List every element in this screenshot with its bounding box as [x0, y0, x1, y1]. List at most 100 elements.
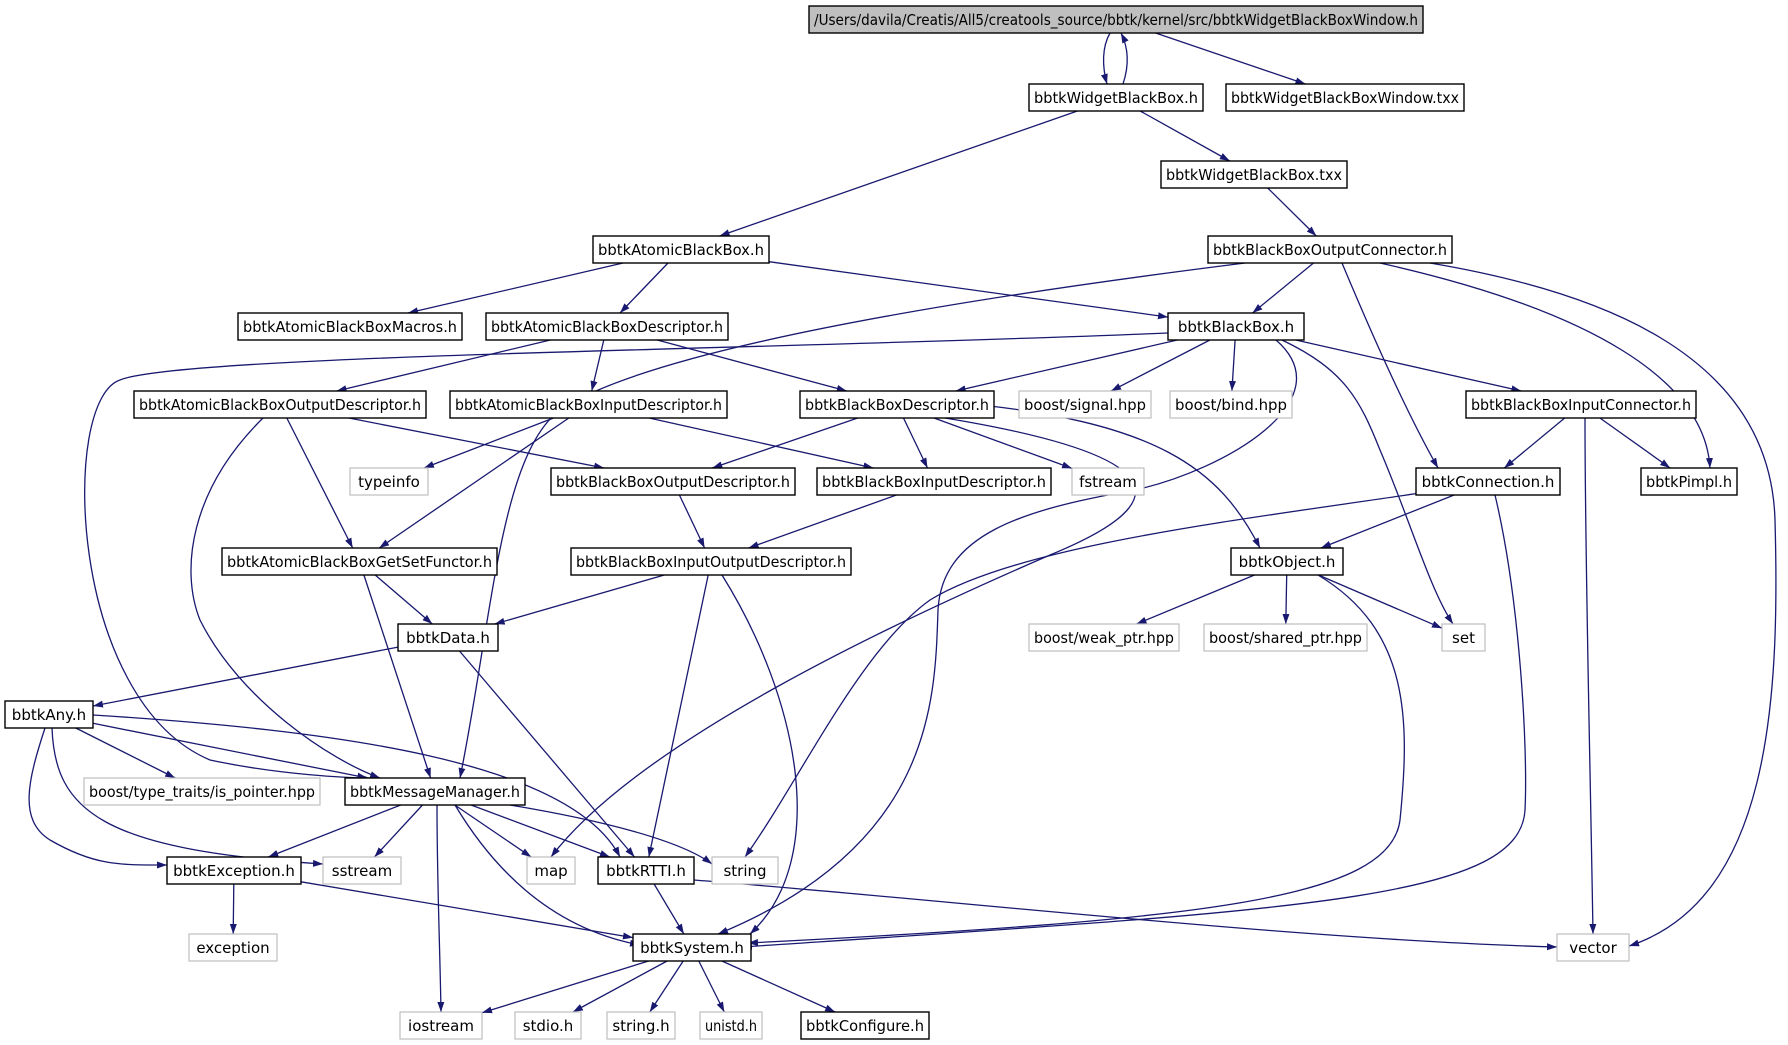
node-wbb_txx[interactable]: bbtkWidgetBlackBox.txx [1160, 160, 1348, 189]
edge-sys-to-iostream [481, 960, 649, 1014]
edge-line [407, 262, 624, 315]
node-abbm[interactable]: bbtkAtomicBlackBoxMacros.h [237, 312, 463, 341]
edge-bbd-to-bbid [902, 417, 929, 469]
node-string: string [711, 856, 779, 885]
edge-line [1584, 417, 1597, 935]
node-msg[interactable]: bbtkMessageManager.h [344, 777, 526, 806]
node-box [1071, 467, 1145, 496]
edge-bb-to-sys [717, 339, 1298, 935]
edge-obj-to-shared [1282, 574, 1290, 625]
node-label: boost/shared_ptr.hpp [1209, 629, 1362, 648]
edge-any-to-exc [28, 727, 168, 869]
edge-line [92, 646, 399, 708]
edge-line [92, 722, 368, 780]
edge-line [1599, 417, 1671, 469]
node-iostream: iostream [399, 1011, 483, 1040]
node-bbic[interactable]: bbtkBlackBoxInputConnector.h [1465, 390, 1697, 419]
edge-obj-to-weak [1136, 574, 1255, 625]
edge-line [84, 332, 1169, 782]
node-bbid[interactable]: bbtkBlackBoxInputDescriptor.h [816, 467, 1052, 496]
node-bboc[interactable]: bbtkBlackBoxOutputConnector.h [1207, 235, 1453, 264]
node-box [1640, 467, 1738, 496]
edge-bbic-to-conn [1503, 417, 1566, 469]
node-bb[interactable]: bbtkBlackBox.h [1167, 312, 1305, 341]
node-label: typeinfo [358, 473, 420, 491]
node-label: bbtkObject.h [1239, 553, 1336, 571]
node-abbid[interactable]: bbtkAtomicBlackBoxInputDescriptor.h [449, 390, 728, 419]
edge-obj-to-sys [747, 574, 1405, 946]
edge-line [693, 879, 1558, 951]
node-box [349, 467, 429, 496]
node-abbd[interactable]: bbtkAtomicBlackBoxDescriptor.h [485, 312, 729, 341]
edge-root-to-wbb_h [1100, 32, 1111, 85]
node-wbb_h[interactable]: bbtkWidgetBlackBox.h [1028, 83, 1204, 112]
node-any[interactable]: bbtkAny.h [4, 700, 94, 729]
edge-line [454, 804, 641, 947]
edge-msg-to-map [454, 804, 532, 858]
node-box [1556, 933, 1630, 962]
edge-line [1252, 262, 1314, 314]
edge-line [1379, 262, 1713, 469]
node-box [1225, 83, 1465, 112]
node-vector: vector [1556, 933, 1630, 962]
edge-bbd-to-bbod [712, 417, 858, 469]
edge-rtti-to-vector [693, 879, 1558, 951]
edge-line [1503, 417, 1566, 469]
node-label: bbtkBlackBoxInputOutputDescriptor.h [576, 553, 846, 571]
edge-conn-to-string [744, 492, 1421, 858]
edge-rtti-to-sys [653, 883, 685, 935]
nodes-layer: /Users/davila/Creatis/All5/creatools_sou… [4, 5, 1738, 1040]
edge-wbb_txx-to-bboc [1267, 187, 1317, 237]
node-bbiod[interactable]: bbtkBlackBoxInputOutputDescriptor.h [570, 547, 852, 576]
node-box [1465, 390, 1697, 419]
node-data[interactable]: bbtkData.h [397, 623, 499, 652]
node-box [344, 777, 526, 806]
edge-line [933, 417, 1073, 470]
edge-any-to-ispointer [75, 727, 176, 779]
edge-line [374, 804, 423, 858]
node-abb[interactable]: bbtkAtomicBlackBox.h [592, 235, 770, 264]
edge-line [1100, 32, 1111, 85]
node-typeinfo: typeinfo [349, 467, 429, 496]
edge-bboc-to-bb [1252, 262, 1314, 314]
node-root[interactable]: /Users/davila/Creatis/All5/creatools_sou… [808, 5, 1424, 34]
node-label: bbtkException.h [173, 862, 295, 880]
node-box [1230, 547, 1344, 576]
node-wbbw_txx[interactable]: bbtkWidgetBlackBoxWindow.txx [1225, 83, 1465, 112]
edge-abb-to-abbm [407, 262, 624, 315]
edge-line [698, 960, 725, 1013]
node-config[interactable]: bbtkConfigure.h [800, 1011, 930, 1040]
edge-line [741, 494, 1527, 950]
node-bbod[interactable]: bbtkBlackBoxOutputDescriptor.h [550, 467, 796, 496]
edge-line [768, 261, 1169, 320]
node-label: bbtkBlackBox.h [1178, 318, 1294, 336]
node-abbgs[interactable]: bbtkAtomicBlackBoxGetSetFunctor.h [221, 547, 498, 576]
edge-bb-to-bbd [955, 339, 1178, 393]
node-box [699, 1011, 763, 1040]
edge-abbd-to-abbod [336, 339, 551, 393]
node-box [550, 467, 796, 496]
node-label: boost/bind.hpp [1175, 396, 1287, 414]
node-box [597, 856, 695, 885]
edge-line [229, 883, 237, 935]
node-box [399, 1011, 483, 1040]
node-sys[interactable]: bbtkSystem.h [632, 933, 752, 962]
edge-bb-to-bbic [1295, 339, 1522, 393]
node-label: bbtkAny.h [12, 706, 86, 724]
node-box [1169, 390, 1293, 419]
node-abbod[interactable]: bbtkAtomicBlackBoxOutputDescriptor.h [133, 390, 427, 419]
node-obj[interactable]: bbtkObject.h [1230, 547, 1344, 576]
edges-layer [28, 32, 1777, 1014]
node-pimpl[interactable]: bbtkPimpl.h [1640, 467, 1738, 496]
edge-line [1281, 339, 1454, 625]
node-box [1167, 312, 1305, 341]
node-box [1160, 160, 1348, 189]
node-bbd[interactable]: bbtkBlackBoxDescriptor.h [799, 390, 995, 419]
node-label: string.h [612, 1017, 669, 1035]
node-label: unistd.h [705, 1017, 757, 1035]
edge-line [902, 417, 929, 469]
node-rtti[interactable]: bbtkRTTI.h [597, 856, 695, 885]
node-exc[interactable]: bbtkException.h [166, 856, 302, 885]
edge-bbid-to-bbiod [748, 494, 897, 549]
node-conn[interactable]: bbtkConnection.h [1415, 467, 1561, 496]
